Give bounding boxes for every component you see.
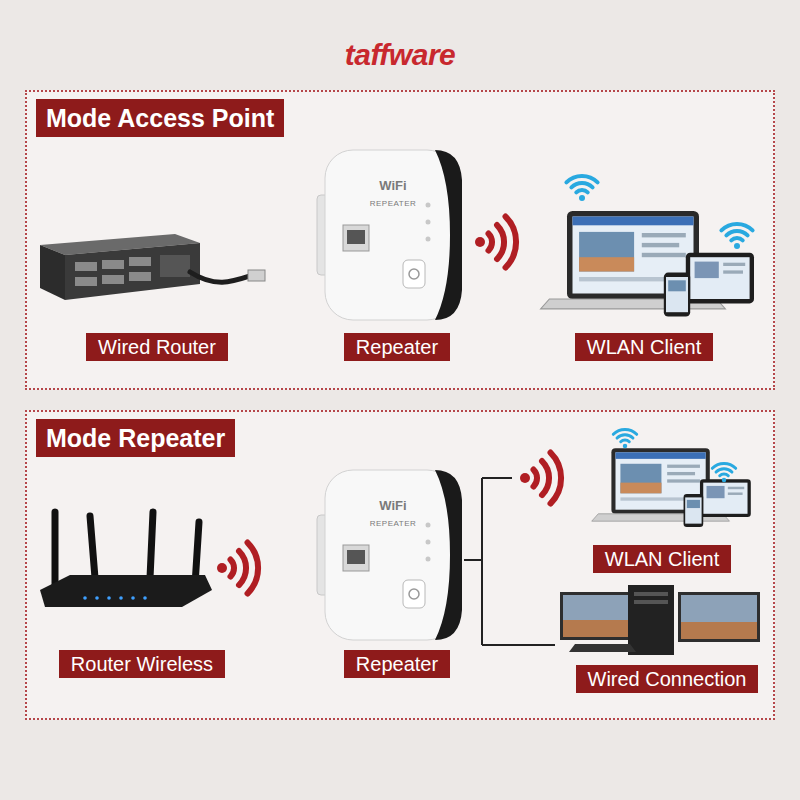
label-tag: Wired Router xyxy=(86,333,228,361)
label-slot: taffware xyxy=(345,38,456,72)
tag-text: Wired Router xyxy=(98,336,216,358)
mode-panel: Mode Access PointWired Router Repeater WLA… xyxy=(25,90,775,390)
label-tag: Repeater xyxy=(344,333,450,361)
label-slot: REPEATER xyxy=(370,512,417,530)
label-tag: WLAN Client xyxy=(575,333,713,361)
tag-text: Repeater xyxy=(356,653,438,675)
mode-panel: Mode RepeaterRouter Wireless Repeater WLAN… xyxy=(25,410,775,720)
tag-text: WLAN Client xyxy=(605,548,719,570)
label-tag: Wired Connection xyxy=(576,665,759,693)
tag-text: Router Wireless xyxy=(71,653,213,675)
device-logo: WiFi xyxy=(379,498,406,513)
panel-heading: Mode Access Point xyxy=(36,99,284,137)
label-slot: WiFi xyxy=(379,176,406,194)
label-tag: Router Wireless xyxy=(59,650,225,678)
device-logo: WiFi xyxy=(379,178,406,193)
tag-text: WLAN Client xyxy=(587,336,701,358)
tag-text: Wired Connection xyxy=(588,668,747,690)
panel-heading: Mode Repeater xyxy=(36,419,235,457)
label-tag: WLAN Client xyxy=(593,545,731,573)
tag-text: Repeater xyxy=(356,336,438,358)
device-caption: REPEATER xyxy=(370,199,417,208)
label-tag: Repeater xyxy=(344,650,450,678)
label-slot: WiFi xyxy=(379,496,406,514)
label-slot: REPEATER xyxy=(370,192,417,210)
brand-logo: taffware xyxy=(345,38,456,71)
device-caption: REPEATER xyxy=(370,519,417,528)
